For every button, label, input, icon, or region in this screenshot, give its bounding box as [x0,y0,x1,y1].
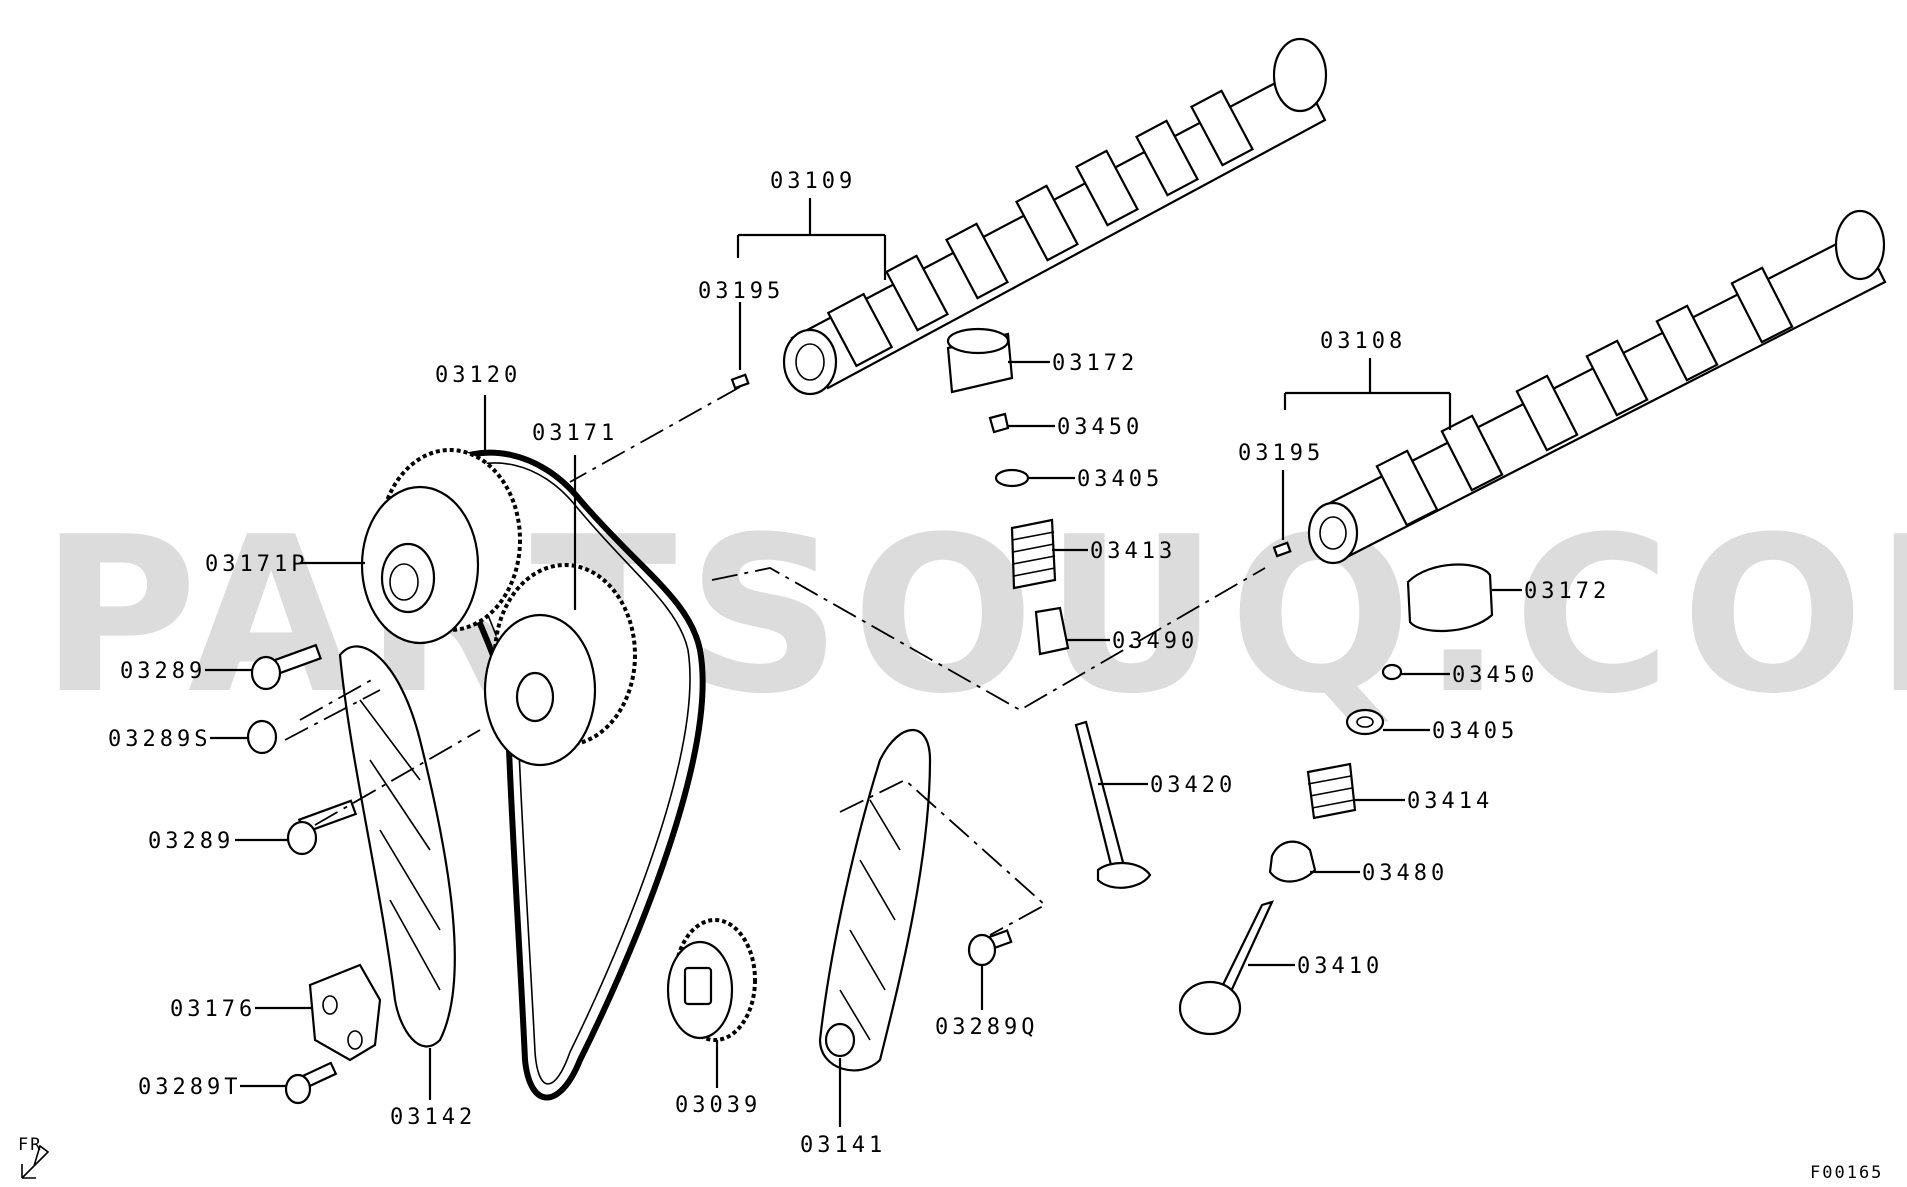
label-03405-exhaust: 03405 [1432,719,1518,744]
bolt-03289-upper[interactable] [250,643,322,691]
part-labels: 03109 03195 03120 03171 03172 03450 0340… [108,169,1610,1158]
label-03195-exhaust: 03195 [1238,441,1324,466]
camshaft-03108[interactable] [1307,209,1887,565]
leader-lines [205,198,1522,1127]
seal-03490[interactable] [1034,606,1070,656]
spring-03413[interactable] [1010,518,1057,590]
label-03039: 03039 [675,1093,761,1118]
label-03195-intake: 03195 [698,279,784,304]
bolt-03289Q[interactable] [967,929,1013,967]
label-03171P: 03171P [205,552,308,577]
label-03420: 03420 [1150,773,1236,798]
bolt-03289T[interactable] [284,1061,338,1105]
label-03410: 03410 [1297,954,1383,979]
bolt-03289S[interactable] [246,719,278,755]
figure-code: F00165 [1810,1163,1883,1183]
front-indicator-label: FR [18,1135,42,1155]
front-arrow-icon [21,1144,50,1179]
retainer-03405-exhaust[interactable] [1345,708,1385,736]
label-03289T: 03289T [138,1075,241,1100]
label-03176: 03176 [170,997,256,1022]
label-03289Q: 03289Q [935,1015,1038,1040]
label-03289S: 03289S [108,727,211,752]
crank-sprocket-03039[interactable] [666,918,757,1042]
label-03108: 03108 [1320,329,1406,354]
lifter-03172-intake[interactable] [946,327,1014,394]
retainer-03405-intake[interactable] [994,468,1030,488]
camshaft-03109[interactable] [782,37,1328,396]
label-03450-exhaust: 03450 [1452,663,1538,688]
label-03172-intake: 03172 [1052,351,1138,376]
spring-03414[interactable] [1306,762,1357,820]
front-indicator: FR [18,1135,50,1179]
valve-03420[interactable] [1074,720,1152,889]
chain-guide-03141[interactable] [818,729,932,1072]
label-03109: 03109 [770,169,856,194]
dowel-pin-03195-intake[interactable] [730,373,750,390]
label-03414: 03414 [1407,789,1493,814]
label-03480: 03480 [1362,861,1448,886]
alignment-lines [284,386,1266,936]
bolt-03289-lower[interactable] [286,799,358,856]
label-03142: 03142 [390,1105,476,1130]
lifter-03172-exhaust[interactable] [1406,563,1494,633]
label-03120: 03120 [435,363,521,388]
seal-03480[interactable] [1268,840,1317,883]
label-03405-intake: 03405 [1077,467,1163,492]
chain-guide-03142[interactable] [338,645,456,1048]
retainer-lock-03450-intake[interactable] [988,412,1010,434]
label-03289-upper: 03289 [120,659,206,684]
dowel-pin-03195-exhaust[interactable] [1272,541,1292,558]
label-03450-intake: 03450 [1057,415,1143,440]
valve-03410[interactable] [1178,900,1275,1036]
label-03413: 03413 [1090,539,1176,564]
label-03490: 03490 [1112,629,1198,654]
vvt-sprocket-03171P[interactable] [360,448,522,645]
label-03141: 03141 [800,1133,886,1158]
label-03172-exhaust: 03172 [1524,579,1610,604]
label-03171: 03171 [532,421,618,446]
label-03289-lower: 03289 [148,829,234,854]
tensioner-03176[interactable] [308,963,382,1062]
watermark-text: PARTSOUQ.COM [40,490,1907,741]
retainer-lock-03450-exhaust[interactable] [1381,663,1403,681]
sprocket-03171[interactable] [483,563,637,767]
